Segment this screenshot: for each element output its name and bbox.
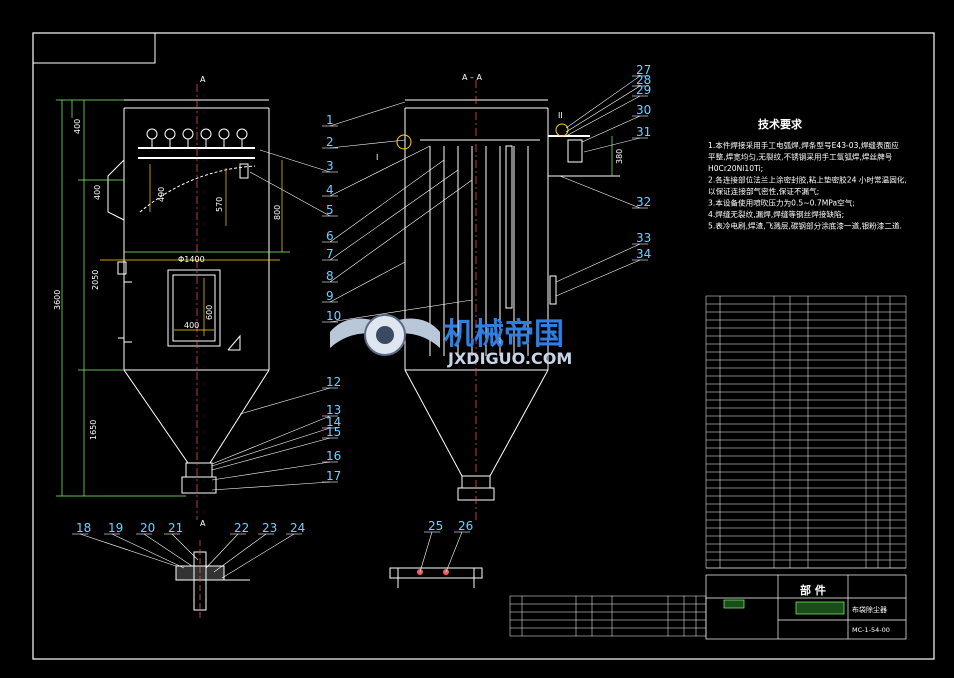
note-line: 4.焊缝无裂纹,漏焊,焊缝等钢丝焊接缺陷; [708, 209, 844, 219]
technical-notes: 1.本件焊接采用手工电弧焊,焊条型号E43-03,焊缝表面应平整,焊宽均匀,无裂… [708, 140, 907, 231]
part-label-26: 26 [458, 519, 473, 533]
part-labels: 1234567891012131415161727282930313233341… [76, 63, 651, 535]
dim-570: 570 [215, 197, 224, 212]
part-label-14: 14 [326, 415, 341, 429]
detail-view-rail [389, 567, 483, 588]
dim-door-height: 600 [205, 305, 214, 320]
section-mark-top: A [200, 75, 206, 84]
title-block [705, 574, 907, 640]
part-label-16: 16 [326, 449, 341, 463]
note-line: 2.各连接部位法兰上涂密封胶,粘上垫密胶24 小时常温固化, [708, 175, 907, 185]
section-mark-bottom: A [200, 519, 206, 528]
part-label-8: 8 [326, 269, 334, 283]
note-line: 以保证连接部气密性,保证不漏气; [708, 186, 819, 196]
part-label-30: 30 [636, 103, 651, 117]
note-line: 平整,焊宽均匀,无裂纹,不锈钢采用手工氩弧焊,焊丝牌号 [708, 152, 893, 162]
detail-view-flange [175, 540, 250, 620]
detail-mark-1: I [376, 153, 378, 162]
part-label-21: 21 [168, 521, 183, 535]
section-view-title: A – A [462, 73, 483, 82]
dim-1650: 1650 [89, 420, 98, 440]
part-label-24: 24 [290, 521, 305, 535]
title-drawing-code: MC-1-54-00 [852, 626, 890, 634]
corner-title-box [32, 32, 156, 64]
part-label-1: 1 [326, 113, 334, 127]
parts-list-right [705, 295, 907, 569]
part-label-6: 6 [326, 229, 334, 243]
dim-400-top: 400 [73, 119, 82, 134]
part-label-19: 19 [108, 521, 123, 535]
part-label-3: 3 [326, 159, 334, 173]
dim-490: 490 [157, 187, 166, 202]
watermark-brand: 机械帝国 [444, 317, 564, 352]
dim-2050: 2050 [91, 270, 100, 290]
note-line: 1.本件焊接采用手工电弧焊,焊条型号E43-03,焊缝表面应 [708, 140, 899, 150]
part-label-31: 31 [636, 125, 651, 139]
part-label-34: 34 [636, 247, 651, 261]
part-label-32: 32 [636, 195, 651, 209]
title-drawing-name: 布袋除尘器 [852, 605, 887, 614]
watermark-site: JXDIGUO.COM [447, 349, 572, 368]
part-label-leaders [72, 75, 648, 579]
watermark-logo [330, 314, 440, 356]
dim-3600: 3600 [53, 290, 62, 310]
part-label-25: 25 [428, 519, 443, 533]
section-view [396, 80, 620, 520]
part-label-2: 2 [326, 135, 334, 149]
part-label-5: 5 [326, 203, 334, 217]
title-component-label: 部 件 [800, 583, 826, 597]
part-label-33: 33 [636, 231, 651, 245]
part-label-13: 13 [326, 403, 341, 417]
front-view [100, 84, 280, 520]
part-label-9: 9 [326, 289, 334, 303]
note-line: 5.表冷电刷,焊渣,飞溅层,碳钢部分涂底漆一道,银粉漆二道. [708, 221, 902, 231]
part-label-17: 17 [326, 469, 341, 483]
note-line: H0Cr20Ni10Ti; [708, 164, 763, 173]
part-label-20: 20 [140, 521, 155, 535]
part-label-12: 12 [326, 375, 341, 389]
part-label-18: 18 [76, 521, 91, 535]
dim-380: 380 [615, 149, 624, 164]
part-label-22: 22 [234, 521, 249, 535]
part-label-28: 28 [636, 73, 651, 87]
detail-mark-2: II [558, 111, 563, 120]
dim-400-inlet: 400 [93, 185, 102, 200]
notes-title: 技术要求 [758, 117, 803, 131]
dim-door-width: 400 [184, 321, 199, 330]
front-view-dimension-lines [56, 99, 290, 497]
part-label-15: 15 [326, 425, 341, 439]
note-line: 3.本设备使用喷吹压力为0.5~0.7MPa空气; [708, 198, 855, 208]
part-label-23: 23 [262, 521, 277, 535]
dim-phi1400: Φ1400 [178, 255, 205, 264]
part-label-10: 10 [326, 309, 341, 323]
part-label-4: 4 [326, 183, 334, 197]
part-label-29: 29 [636, 83, 651, 97]
drawing-frame [32, 32, 935, 660]
part-label-27: 27 [636, 63, 651, 77]
part-label-7: 7 [326, 247, 334, 261]
dim-800: 800 [273, 205, 282, 220]
parts-list-lower [509, 595, 707, 637]
